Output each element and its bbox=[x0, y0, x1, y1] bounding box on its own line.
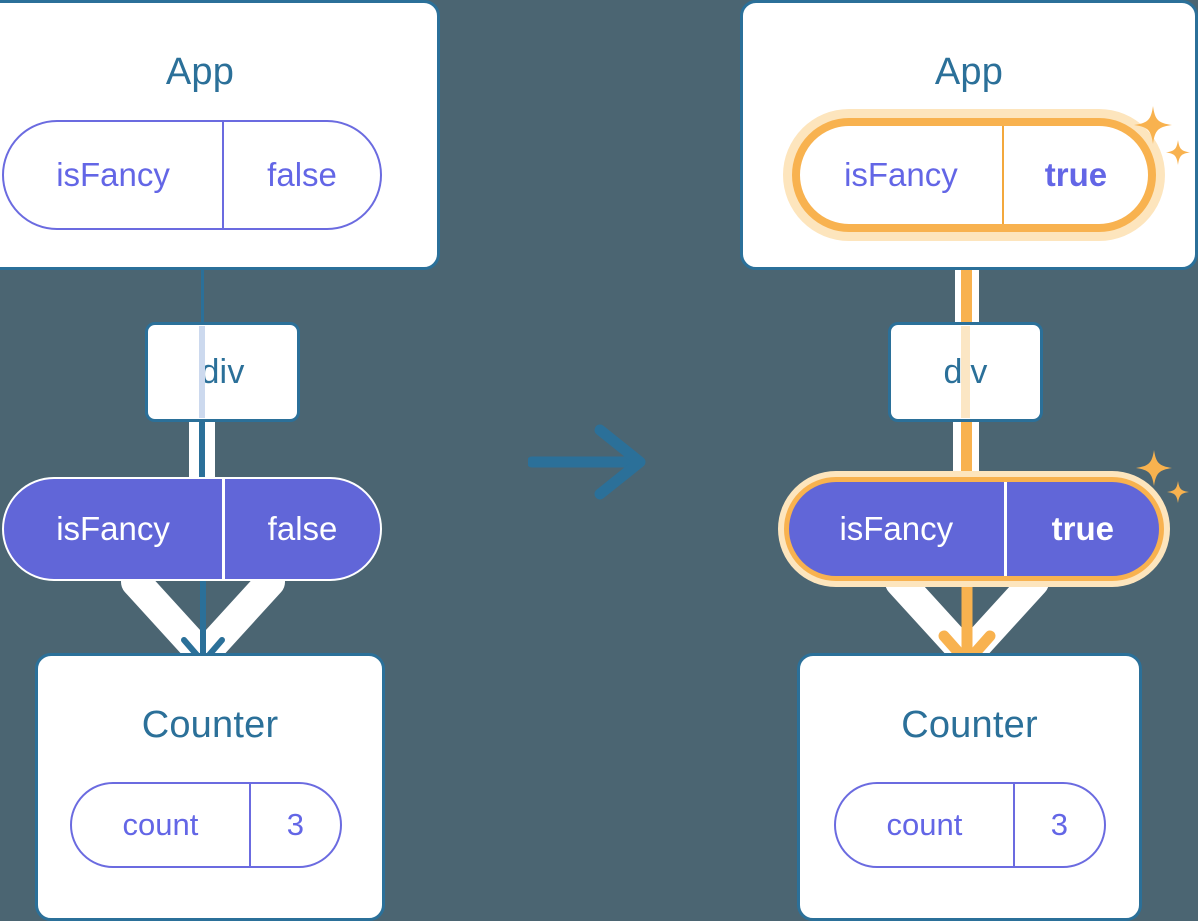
after-counter-prop-key: count bbox=[886, 807, 963, 842]
after-counter-prop-pill: count 3 bbox=[834, 782, 1106, 868]
after-counter-title: Counter bbox=[901, 704, 1038, 746]
connector-through-div bbox=[199, 326, 205, 418]
before-panel: App isFancy false div isFancy false bbox=[0, 0, 440, 921]
counter-prop-value: 3 bbox=[248, 784, 340, 866]
after-app-prop-key: isFancy bbox=[844, 156, 958, 193]
connector-div-to-state-core bbox=[199, 418, 205, 488]
after-state-pill-highlighted: isFancy true bbox=[784, 477, 1164, 581]
after-app-prop-value: true bbox=[1001, 126, 1148, 224]
after-connector-app-to-div-core bbox=[961, 200, 972, 340]
counter-title: Counter bbox=[141, 704, 279, 746]
counter-prop-pill: count 3 bbox=[70, 782, 342, 868]
app-title: App bbox=[165, 51, 235, 93]
after-counter-prop-value: 3 bbox=[1012, 784, 1104, 866]
state-pill: isFancy false bbox=[2, 477, 382, 581]
after-app-prop-pill-highlighted: isFancy true bbox=[792, 118, 1156, 232]
after-connector-div-to-state-core bbox=[961, 418, 972, 488]
app-prop-pill: isFancy false bbox=[2, 120, 382, 230]
div-title: div bbox=[200, 353, 245, 391]
connector-app-to-div bbox=[201, 260, 204, 332]
after-connector-through-div bbox=[961, 326, 970, 418]
counter-prop-key: count bbox=[122, 807, 199, 842]
state-pill-value: false bbox=[222, 479, 380, 579]
div-element-box: div bbox=[145, 322, 300, 422]
after-state-pill-key: isFancy bbox=[839, 510, 954, 547]
app-prop-value: false bbox=[222, 122, 380, 228]
after-state-pill-value: true bbox=[1003, 482, 1159, 576]
app-prop-key: isFancy bbox=[56, 156, 170, 193]
transition-arrow-right-icon bbox=[526, 422, 652, 502]
after-app-title: App bbox=[934, 51, 1004, 93]
state-pill-key: isFancy bbox=[56, 510, 170, 547]
